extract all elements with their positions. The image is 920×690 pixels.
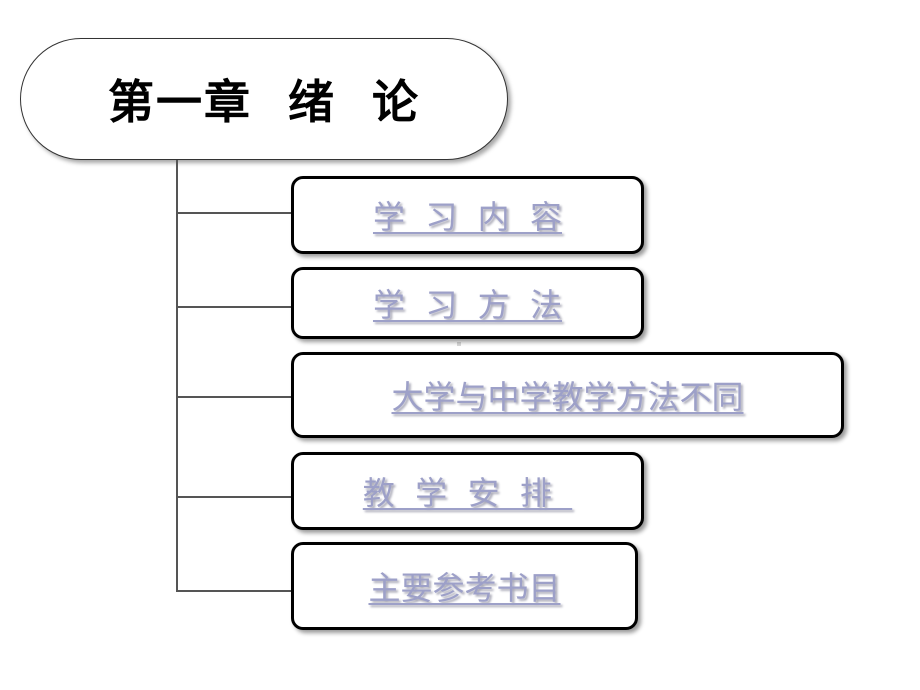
node-study-method[interactable]: 学 习 方 法 (291, 267, 644, 339)
link-teaching-schedule[interactable]: 教 学 安 排 (362, 474, 573, 512)
link-reference-books[interactable]: 主要参考书目 (368, 569, 561, 607)
node-teaching-schedule[interactable]: 教 学 安 排 (291, 452, 644, 530)
connector-trunk (176, 160, 178, 591)
link-study-method[interactable]: 学 习 方 法 (372, 286, 563, 324)
node-study-content[interactable]: 学 习 内 容 (291, 176, 644, 254)
node-reference-books[interactable]: 主要参考书目 (291, 542, 638, 630)
connector-branch-5 (176, 590, 292, 592)
chapter-title-box: 第一章 绪 论 (20, 38, 508, 160)
connector-branch-2 (176, 306, 292, 308)
chapter-title: 第一章 绪 论 (107, 75, 421, 129)
connector-branch-1 (176, 212, 292, 214)
node-teaching-difference[interactable]: 大学与中学教学方法不同 (291, 352, 844, 438)
connector-branch-3 (176, 396, 292, 398)
stray-dot (457, 342, 461, 346)
link-study-content[interactable]: 学 习 内 容 (372, 198, 563, 236)
connector-branch-4 (176, 496, 292, 498)
link-teaching-difference[interactable]: 大学与中学教学方法不同 (391, 378, 744, 416)
